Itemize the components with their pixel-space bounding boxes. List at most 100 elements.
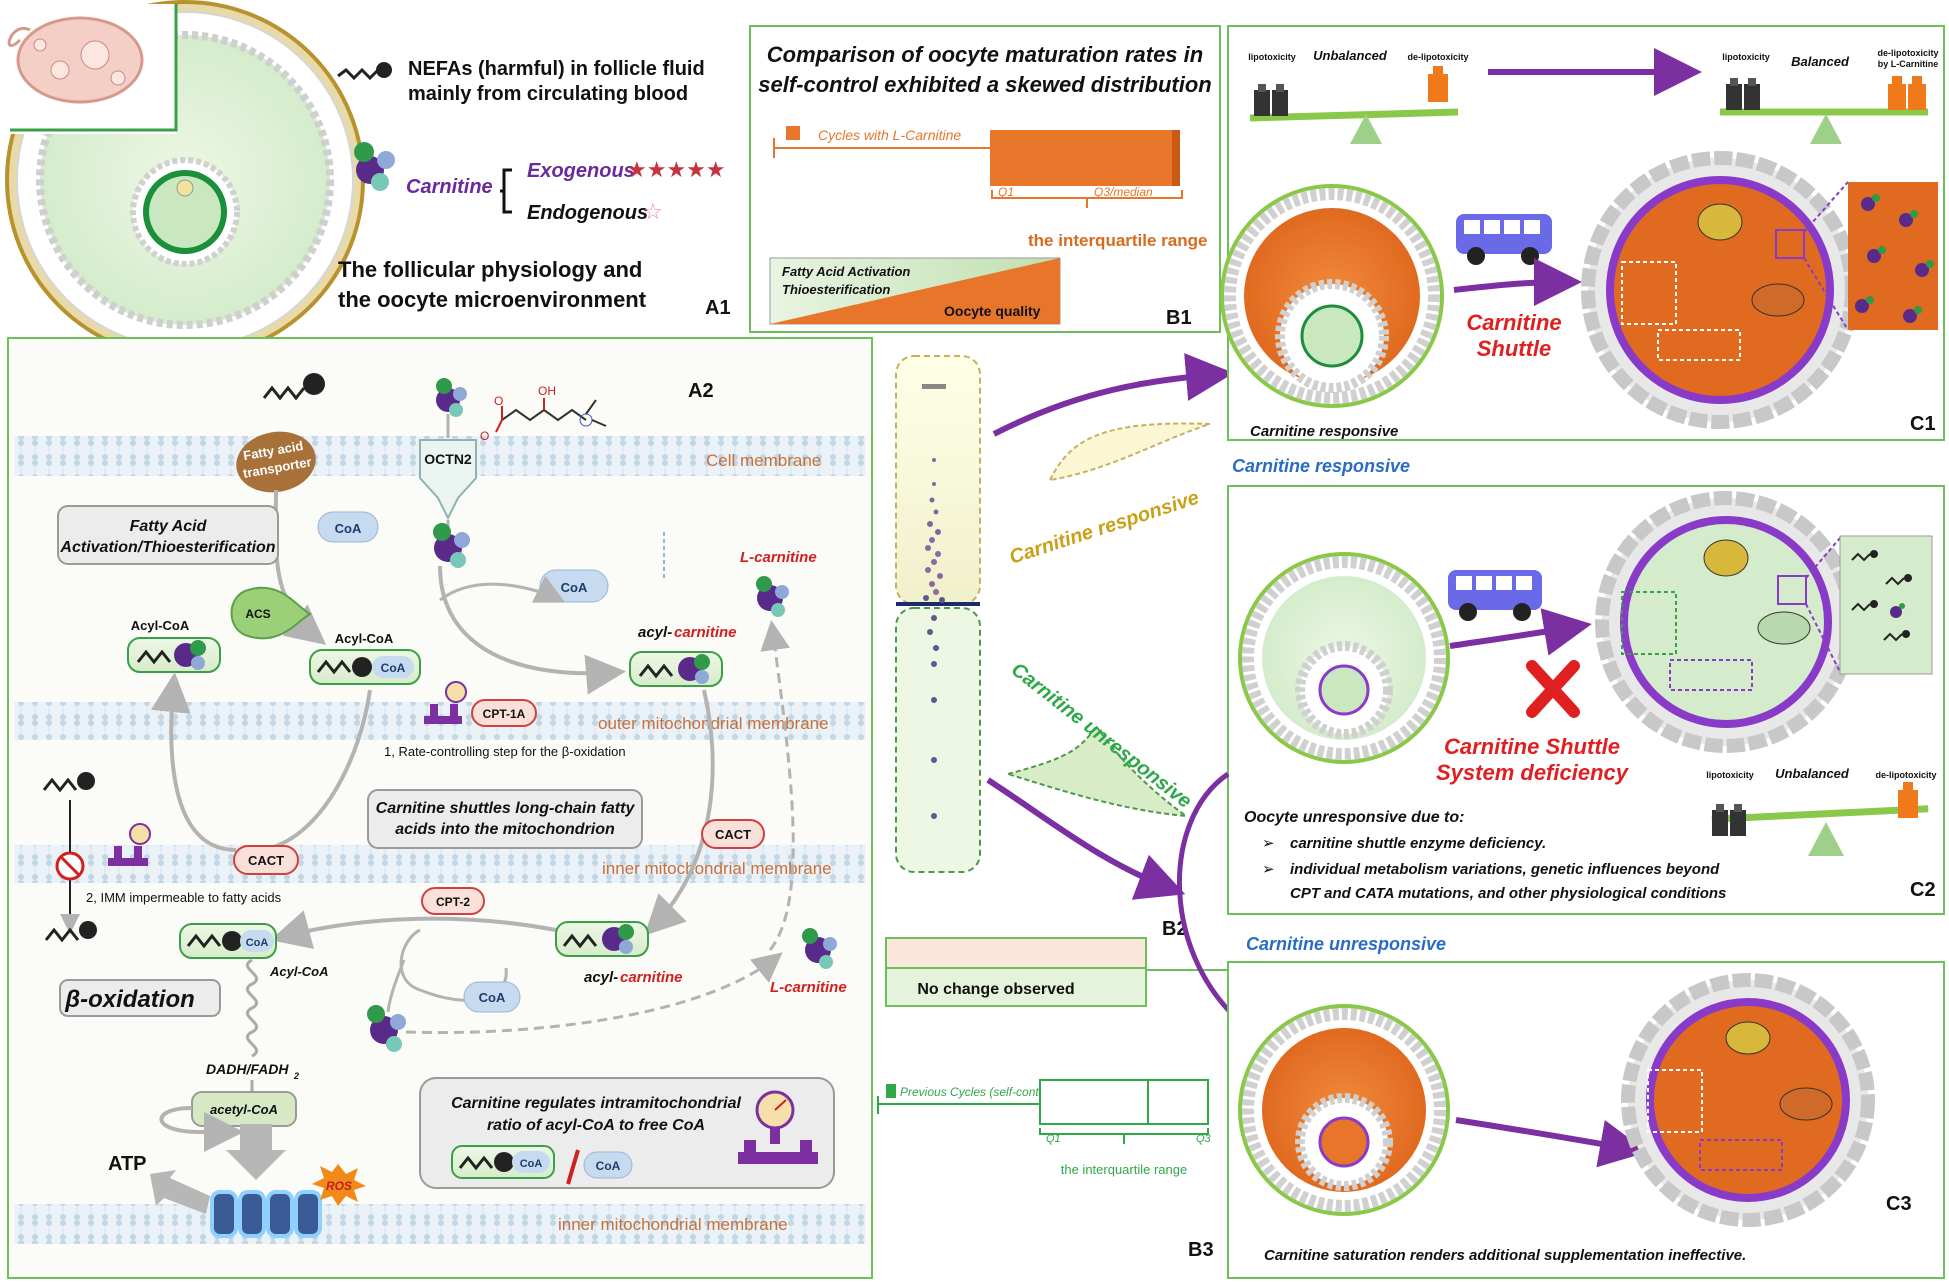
c1-delipotoxicity-weight-left [1428,66,1448,102]
imm-pump [108,823,151,866]
c1-lipotoxicity-right: lipotoxicity [1722,52,1770,62]
b2-responsive-distribution [1048,422,1211,482]
c2-bullet-1: ➢ [1262,835,1275,852]
outer-membrane-label: outer mitochondrial membrane [598,714,829,733]
regulates-label-1: Carnitine regulates intramitochondrial [451,1095,741,1112]
c2-delipotoxicity: de-lipotoxicity [1875,770,1936,780]
b1-title-line1: Comparison of oocyte maturation rates in [767,42,1203,67]
cact-pill-left [233,845,299,875]
c1-delipotoxicity-weight-right [1888,76,1926,110]
b1-q3: Q3/median [1094,185,1153,199]
c2-panel-label: C2 [1910,879,1936,901]
b1-box [990,130,1180,186]
nefa-icon [337,62,392,81]
c1-inner-caption: Carnitine responsive [1250,423,1398,440]
dadh-label: DADH/FADH [206,1061,289,1077]
fatty-acid-icon [262,373,325,401]
c1-balanced: Balanced [1791,54,1850,69]
c2-reason-2b: CPT and CATA mutations, and other physio… [1290,885,1726,902]
inner-mitochondrial-membrane-bottom [14,1204,866,1244]
carnitine-released-molecule [367,1005,406,1052]
a1-caption-line1: The follicular physiology and [338,257,642,282]
c3-follicle [1238,1004,1450,1216]
atp-arrow [150,1170,210,1214]
b1-quality-wedge [769,257,1061,325]
inner-membrane-label: inner mitochondrial membrane [602,859,832,878]
b1-wedge-line1: Fatty Acid Activation [782,264,910,279]
c1-below-caption: Carnitine responsive [1232,456,1410,476]
c2-unbalanced: Unbalanced [1775,766,1850,781]
regulates-coa-2-label: CoA [596,1159,621,1173]
cpt1a-pump [424,681,467,724]
acyl-coa-label-1: Acyl-CoA [131,618,190,633]
panel-a1: NEFAs (harmful) in follicle fluid mainly… [4,0,744,360]
b3-iqr: the interquartile range [1061,1162,1187,1177]
c1-unbalanced: Unbalanced [1313,48,1388,63]
ros-label: ROS [326,1179,352,1193]
c1-shuttle-2: Shuttle [1477,336,1552,361]
b3-panel-label: B3 [1188,1239,1214,1261]
carnitine-structure: O O OH [480,384,607,443]
panel-c2: Carnitine Shuttle System deficiency [1227,485,1945,915]
shuttle-label-2: acids into the mitochondrion [395,821,615,838]
atp-label: ATP [108,1153,147,1175]
exogenous-stars: ★★★★★ [627,157,726,182]
c1-panel-label: C1 [1910,413,1936,435]
b1-legend-swatch [786,126,800,140]
c3-oocyte [1621,973,1875,1227]
c1-shuttle-1: Carnitine [1466,310,1561,335]
atp-synthase [210,1190,322,1238]
shuttle-label-1: Carnitine shuttles long-chain fatty [376,800,636,817]
b2-datapoints [923,458,945,819]
b1-title-line2: self-control exhibited a skewed distribu… [758,72,1212,97]
svg-text:OH: OH [538,384,556,398]
activation-box [57,505,279,565]
l-carnitine-top-label: L-carnitine [740,549,817,566]
c2-bus-icon [1448,570,1542,621]
octn2-label: OCTN2 [424,451,472,467]
c1-oocyte [1581,151,1859,429]
carnitine-molecule-cytosol [433,523,470,568]
b1-wedge-right: Oocyte quality [944,303,1041,319]
c1-delipotoxicity-left: de-lipotoxicity [1407,52,1468,62]
b1-panel-label: B1 [1166,307,1192,329]
c2-deficiency-2: System deficiency [1436,760,1630,785]
inner-membrane-bottom-label: inner mitochondrial membrane [558,1215,788,1234]
cpt1a-label: CPT-1A [483,707,526,721]
b3-no-change: No change observed [917,981,1074,998]
down-arrow [226,1124,286,1180]
coa-pill-2-label: CoA [561,580,588,595]
a2-panel-label: A2 [688,380,714,402]
nefa-text-line2: mainly from circulating blood [408,83,688,105]
panel-c1: lipotoxicity Unbalanced de-lipotoxicity … [1220,25,1945,441]
cpt2-label: CPT-2 [436,895,470,909]
b2-responsive-label: Carnitine responsive [1007,487,1202,569]
b3-box [1039,1079,1209,1125]
ovary-inset [7,4,178,134]
cpt2-pill [421,887,485,915]
b3-legend-swatch [886,1084,896,1098]
c1-delipo-right-2: by L-Carnitine [1878,59,1939,69]
svg-text:O: O [494,394,503,408]
acetyl-coa-label: acetyl-CoA [210,1102,278,1117]
c1-zoom-molecules [1855,194,1934,323]
cact-left-label: CACT [248,853,284,868]
acyl-carnitine-inner-b: carnitine [620,969,683,986]
c2-reason-2a: individual metabolism variations, geneti… [1290,861,1720,878]
c2-follicle [1238,552,1450,764]
b2-unresponsive-distribution [1004,724,1190,818]
carnitine-molecule-top [436,378,467,417]
ratio-slash [566,1149,580,1185]
svg-text:O: O [480,429,489,443]
fatty-acid-blocked [42,772,97,943]
c1-follicle [1220,184,1444,408]
cact-right-label: CACT [715,827,751,842]
carnitine-label: Carnitine [406,176,493,198]
coa-pill-3 [463,981,521,1013]
a1-panel-label: A1 [705,297,731,319]
acs-label: ACS [245,607,270,621]
nefa-text-line1: NEFAs (harmful) in follicle fluid [408,58,705,80]
step2-label: 2, IMM impermeable to fatty acids [86,890,282,905]
regulates-label-2: ratio of acyl-CoA to free CoA [487,1117,705,1134]
l-carnitine-inner-label: L-carnitine [770,979,847,996]
